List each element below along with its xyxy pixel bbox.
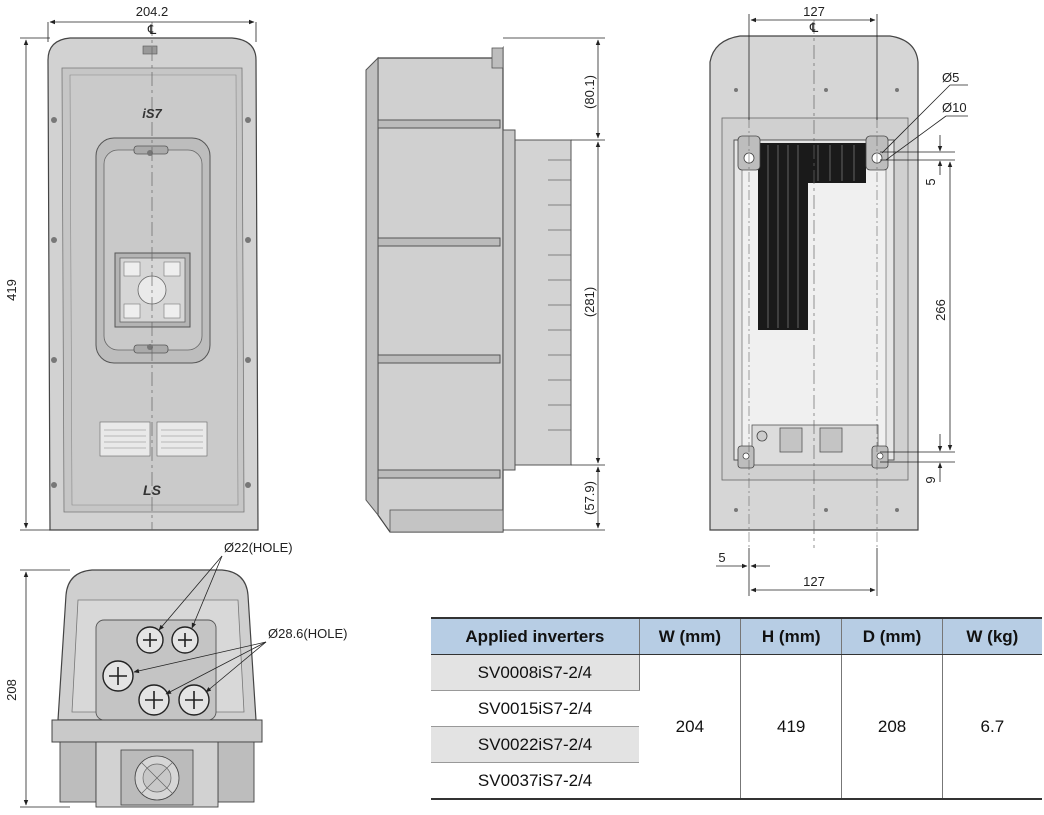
model-cell: SV0015iS7-2/4 [431,690,640,727]
front-width-label: 204.2 [136,4,169,19]
side-view [365,45,572,533]
rear-view [709,20,919,548]
width-value: 204 [639,654,742,800]
hole-small-label: Ø5 [942,70,959,85]
table-row: SV0008iS7-2/4 204 419 208 6.7 [431,654,1042,800]
model-cell: SV0022iS7-2/4 [431,726,640,763]
hole-22-label: Ø22(HOLE) [224,540,293,555]
table-header-row: Applied inverters W (mm) H (mm) D (mm) W… [431,617,1042,655]
rear-centerline-label: ℄ [809,20,819,35]
front-height-label: 419 [4,279,19,301]
rear-bottom-offset-label: 9 [923,476,938,483]
rear-left-offset-label: 5 [718,550,725,565]
rear-top-offset-label: 5 [923,178,938,185]
front-dimensions [20,19,257,531]
side-bottom-label: (57.9) [582,481,597,515]
header-applied-inverters: Applied inverters [431,617,640,655]
depth-value: 208 [841,654,943,800]
rear-top-width-label: 127 [803,4,825,19]
inverter-spec-table: Applied inverters W (mm) H (mm) D (mm) W… [431,617,1042,800]
hole-large-label: Ø10 [942,100,967,115]
rear-bottom-width-label: 127 [803,574,825,589]
header-height: H (mm) [740,617,843,655]
table-row: SV0022iS7-2/4 [431,726,1042,763]
brand-logo: LS [143,482,162,498]
header-width: W (mm) [639,617,742,655]
rear-dimensions [716,14,968,596]
bottom-view [51,569,263,808]
rear-vertical-label: 266 [933,299,948,321]
header-weight: W (kg) [942,617,1042,655]
header-depth: D (mm) [841,617,943,655]
bottom-height-label: 208 [4,679,19,701]
side-dimensions [503,37,605,531]
weight-value: 6.7 [942,654,1042,800]
side-middle-label: (281) [582,287,597,317]
model-cell: SV0037iS7-2/4 [431,762,640,800]
side-top-label: (80.1) [582,75,597,109]
table-row: SV0037iS7-2/4 [431,762,1042,800]
table-row: SV0015iS7-2/4 [431,690,1042,727]
front-centerline-label: ℄ [147,22,157,37]
hole-28-label: Ø28.6(HOLE) [268,626,347,641]
front-view: iS7 LS [47,22,259,531]
height-value: 419 [740,654,843,800]
model-cell: SV0008iS7-2/4 [431,654,640,691]
bottom-dimensions [20,555,267,808]
model-badge: iS7 [142,106,162,121]
